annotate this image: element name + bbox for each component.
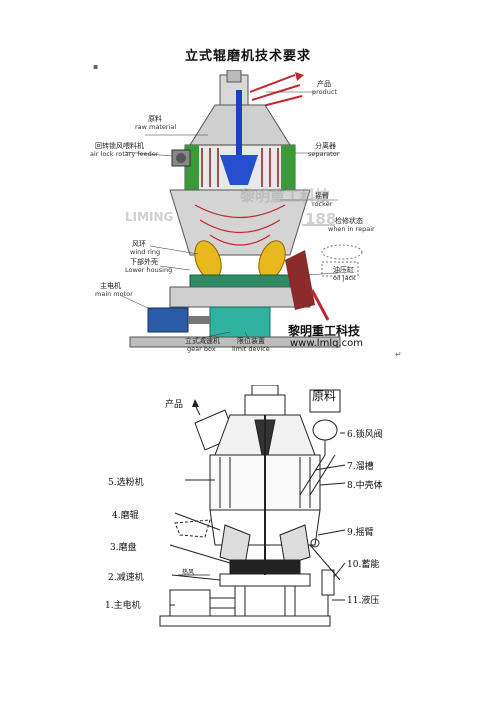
- label-ring-cn: 风环: [132, 240, 146, 248]
- label-limit-cn: 限位装置: [237, 337, 265, 345]
- label-jack-cn: 油压缸: [333, 266, 354, 274]
- label-repair-cn: 检修状态: [335, 217, 363, 225]
- label-ring-en: wind ring: [130, 248, 161, 256]
- brand-url: www.lmlq.com: [290, 338, 363, 349]
- label-repair-en: when in repair: [328, 225, 375, 233]
- label-hydraulic: 11.液压: [347, 596, 380, 606]
- label-product-cn: 产品: [317, 80, 331, 88]
- vertical-mill-line-diagram: 产品 原料 6.锁风阀 7.溜槽 8.中壳体 5.选粉机 4.磨辊 3.磨盘 9…: [100, 384, 400, 645]
- label-separator-en: separator: [308, 150, 340, 158]
- label-raw-cn: 原料: [148, 115, 162, 123]
- label-gearbox: 2.减速机: [108, 573, 144, 583]
- label-jack-en: oil jack: [333, 274, 356, 282]
- label-hot-air: 热风: [182, 569, 195, 576]
- label-limit-en: limit device: [232, 345, 270, 353]
- mill-color-illustration: [119, 69, 363, 348]
- label-mid-housing: 8.中壳体: [347, 481, 383, 491]
- mill-line-illustration: [159, 384, 346, 627]
- brand-name: 黎明重工科技: [288, 324, 361, 338]
- label-product: 产品: [165, 400, 184, 410]
- label-housing-cn: 下部外壳: [130, 258, 158, 266]
- label-rocker-en: rocker: [312, 200, 333, 208]
- label-separator: 5.选粉机: [108, 478, 144, 488]
- label-raw: 原料: [312, 389, 337, 403]
- label-rocker: 9.摇臂: [347, 528, 374, 538]
- label-chute: 7.溜槽: [347, 462, 374, 472]
- watermark-brand-en: LIMING: [125, 210, 174, 224]
- page-title: 立式辊磨机技术要求: [184, 49, 311, 64]
- label-roller: 4.磨辊: [112, 511, 139, 521]
- watermark-brand-cn: 黎明重工科技: [240, 187, 331, 205]
- label-separator-cn: 分离器: [315, 142, 336, 150]
- label-table: 3.磨盘: [110, 543, 137, 553]
- label-main-motor: 1.主电机: [105, 601, 141, 611]
- label-gearbox-en: gear box: [187, 345, 216, 353]
- label-rocker-cn: 摇臂: [315, 192, 329, 200]
- bullet-mark: ▪: [93, 62, 99, 71]
- label-housing-en: Lower housing: [125, 266, 173, 274]
- label-motor-en: main motor: [95, 290, 133, 298]
- paragraph-mark: ↵: [395, 350, 402, 359]
- label-motor-cn: 主电机: [100, 282, 121, 290]
- watermark-phone: 188: [305, 210, 337, 228]
- vertical-mill-color-diagram: LIMING 黎明重工科技 188 产品 product 原料 raw mate…: [90, 69, 390, 355]
- label-accumulator: 10.蓄能: [347, 560, 380, 570]
- label-product-en: product: [312, 88, 338, 96]
- label-raw-en: raw material: [135, 123, 177, 131]
- label-feeder-cn: 回转锁风喂料机: [95, 142, 144, 150]
- label-gearbox-cn: 立式减速机: [185, 337, 220, 345]
- label-feeder-en: air lock rotary feeder: [90, 150, 159, 158]
- label-lock-valve: 6.锁风阀: [347, 430, 383, 440]
